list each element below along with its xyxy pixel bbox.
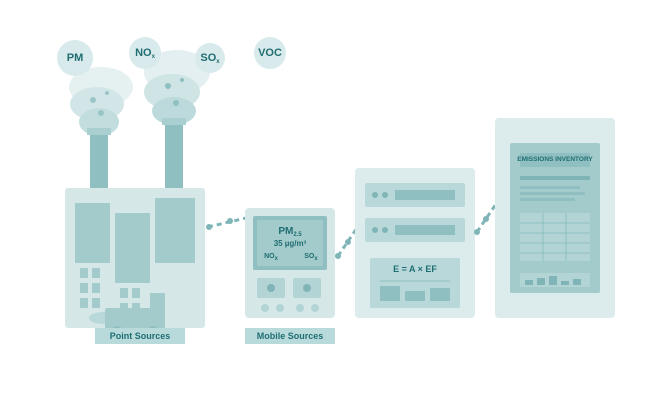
nox-base: NO (135, 47, 152, 59)
factory-building (65, 188, 205, 338)
sensor-pm-line: PM2.5 (257, 226, 323, 239)
sensor-nox-base: NO (264, 253, 275, 260)
sensor-pm-base: PM (278, 226, 294, 237)
flow-arrow-3 (474, 203, 498, 235)
mobile-sensor-device (245, 208, 335, 318)
sensor-sox-base: SO (304, 253, 315, 260)
pm-bubble (57, 40, 93, 76)
sensor-reading: 35 µg/m³ (273, 239, 307, 248)
smoke-plume-left (69, 67, 133, 136)
formula-text: E = A × EF (393, 264, 437, 274)
flow-arrow-2 (335, 227, 359, 259)
nox-subscript: x (151, 54, 155, 60)
report-title: EMISSIONS INVENTORY (517, 156, 593, 163)
sensor-sox: SOx (299, 253, 323, 262)
sensor-pm-subscript: 2.5 (293, 232, 302, 238)
pm-label: PM (66, 52, 84, 64)
sox-subscript: x (216, 59, 220, 65)
voc-bubble (254, 37, 286, 69)
mobile-sources-label: Mobile Sources (245, 328, 335, 344)
flow-arrow-1 (206, 216, 247, 230)
nox-label: NOx (130, 47, 160, 61)
voc-label: VOC (258, 47, 282, 59)
sensor-nox-subscript: x (274, 256, 278, 262)
sox-label: SOx (195, 52, 225, 66)
sox-bubble (195, 43, 225, 73)
sensor-nox: NOx (259, 253, 283, 262)
point-sources-label: Point Sources (95, 328, 185, 344)
sensor-sox-subscript: x (314, 256, 318, 262)
chimney-left (87, 128, 111, 189)
data-processing-panel (355, 168, 475, 318)
sox-base: SO (200, 52, 217, 64)
nox-bubble (129, 37, 161, 69)
chimney-right (162, 118, 186, 189)
emissions-inventory-report (495, 118, 615, 318)
